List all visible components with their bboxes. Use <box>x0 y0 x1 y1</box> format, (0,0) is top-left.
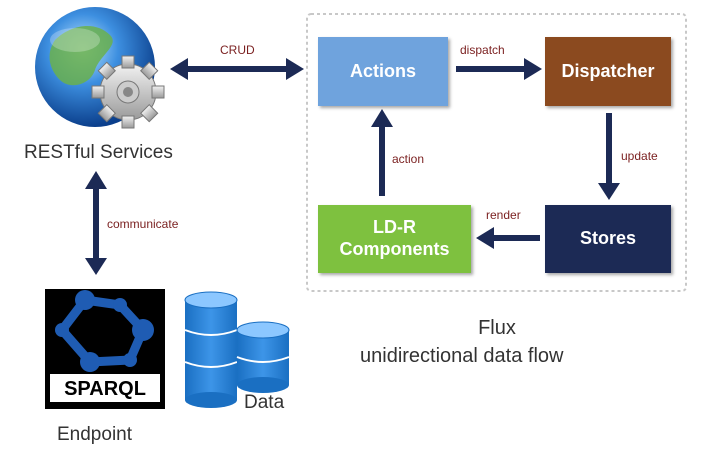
action-label: action <box>392 152 425 166</box>
crud-label: CRUD <box>220 43 255 57</box>
update-label: update <box>621 149 658 163</box>
render-arrow <box>476 227 540 249</box>
components-label-line2: Components <box>339 239 450 259</box>
action-arrow <box>371 109 393 196</box>
components-label-line1: LD-R <box>373 217 416 238</box>
flux-frame <box>306 13 687 292</box>
stores-label: Stores <box>579 228 637 249</box>
components-node: LD-R Components <box>318 205 471 273</box>
update-arrow <box>598 113 620 200</box>
crud-arrow <box>170 58 304 80</box>
sparql-logo-icon: SPARQL <box>45 289 165 409</box>
communicate-label: communicate <box>107 217 179 231</box>
database-stack-icon <box>184 291 290 408</box>
actions-node: Actions <box>318 37 448 106</box>
render-label: render <box>486 208 521 222</box>
dispatcher-node: Dispatcher <box>545 37 671 106</box>
globe-gear-icon <box>35 7 165 129</box>
restful-services-label: RESTful Services <box>24 142 173 163</box>
flux-subtitle: unidirectional data flow <box>360 345 564 367</box>
communicate-arrow <box>85 171 107 275</box>
dispatch-label: dispatch <box>460 43 505 57</box>
actions-label: Actions <box>349 60 416 81</box>
flux-title: Flux <box>478 317 516 339</box>
dispatcher-label: Dispatcher <box>561 60 655 81</box>
sparql-logo-text: SPARQL <box>64 378 146 400</box>
data-label: Data <box>244 392 285 413</box>
dispatch-arrow <box>456 58 542 80</box>
stores-node: Stores <box>545 205 671 273</box>
endpoint-label: Endpoint <box>57 424 133 445</box>
